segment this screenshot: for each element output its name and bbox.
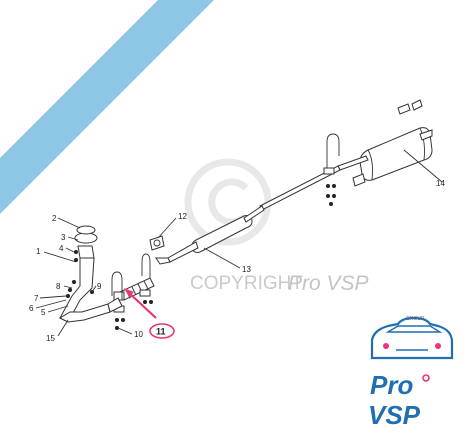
- highlight-label-11: 11: [156, 327, 166, 337]
- part-label-1: 1: [36, 247, 41, 256]
- part-label-2: 2: [52, 214, 57, 223]
- part-label-10: 10: [134, 330, 143, 339]
- intermediate-pipe: [155, 155, 369, 265]
- watermark-brand-text: Pro VSP: [288, 272, 369, 295]
- highlight-callout: 11: [124, 288, 175, 339]
- watermark-copyright-text: COPYRIGHT: [190, 273, 303, 294]
- part-label-8: 8: [56, 282, 61, 291]
- part-label-7: 7: [34, 294, 39, 303]
- part-label-13: 13: [242, 265, 251, 274]
- rear-hanger-rubber: [352, 99, 423, 187]
- part-label-15: 15: [46, 334, 55, 343]
- part-label-5: 5: [41, 308, 46, 317]
- leader-lines: [35, 149, 443, 337]
- part-label-9: 9: [97, 282, 102, 291]
- logo-dot-icon: [422, 374, 430, 382]
- part-label-3: 3: [61, 233, 66, 242]
- provsp-logo: GROUP Pro VSP: [368, 316, 454, 430]
- mid-hanger-rubber: [149, 235, 165, 251]
- part-label-6: 6: [29, 304, 34, 313]
- rear-u-hook: [323, 133, 340, 206]
- logo-group-text: GROUP: [406, 316, 425, 322]
- arrow-head-icon: [124, 288, 134, 297]
- part-label-4: 4: [59, 244, 64, 253]
- part-label-12: 12: [178, 212, 187, 221]
- logo-vsp-text: VSP: [368, 400, 421, 430]
- front-down-pipe: [58, 225, 123, 323]
- site-banner: pro-piece-vsp.com: [0, 0, 214, 214]
- logo-pro-text: Pro: [370, 370, 413, 400]
- rear-muffler: [359, 127, 433, 181]
- part-label-14: 14: [436, 179, 445, 188]
- car-logo-icon: [370, 316, 454, 360]
